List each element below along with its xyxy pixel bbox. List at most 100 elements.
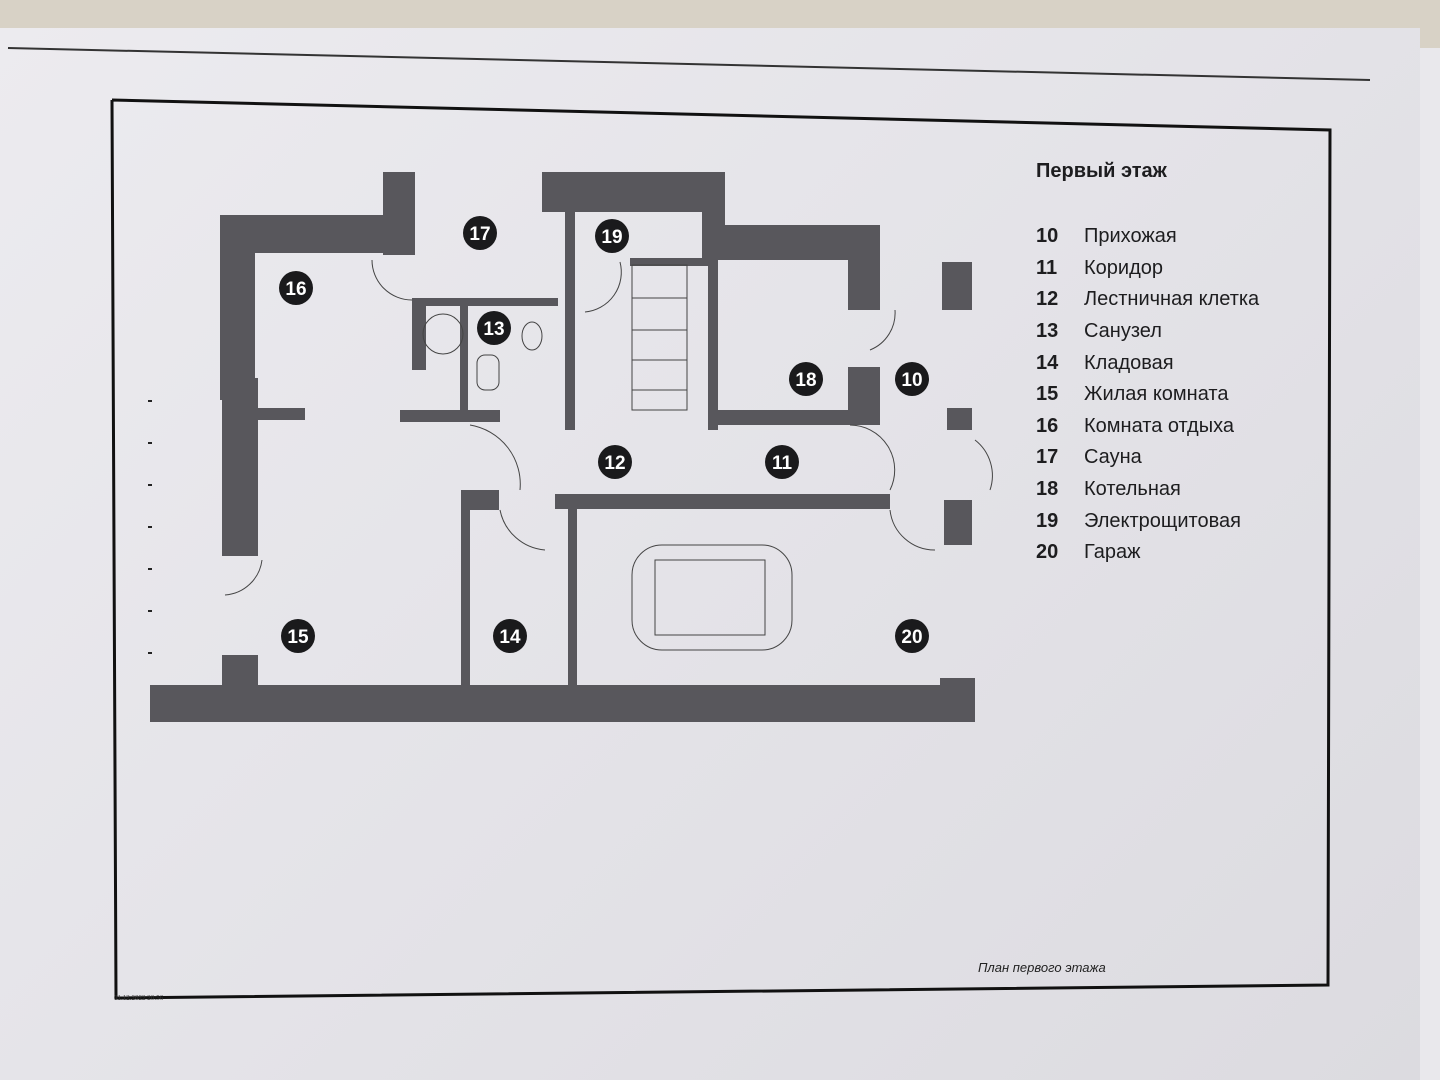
legend-item-label: Санузел (1084, 320, 1162, 343)
legend-item-label: Прихожая (1084, 225, 1177, 248)
badge-circle (895, 362, 929, 396)
wall (708, 410, 880, 425)
room-badges: 16 17 19 13 18 10 12 11 15 14 20 (279, 216, 929, 653)
plan-caption: План первого этажа (978, 960, 1106, 975)
legend-item: 12 Лестничная клетка (1036, 284, 1259, 316)
door-swing (371, 259, 413, 301)
badge-circle (493, 619, 527, 653)
wall (460, 305, 468, 420)
room-badge-14: 14 (493, 619, 527, 653)
room-badge-13: 13 (477, 311, 511, 345)
legend-item-label: Коридор (1084, 256, 1163, 279)
legend-item-number: 11 (1036, 256, 1058, 279)
wall (412, 298, 558, 306)
wall (565, 205, 575, 430)
staircase (631, 264, 688, 411)
door-swing (224, 559, 263, 596)
room-badge-11: 11 (765, 445, 799, 479)
legend-item: 10 Прихожая (1036, 221, 1259, 253)
room-number: 12 (604, 453, 625, 474)
legend-item-label: Гараж (1084, 541, 1141, 564)
shower-fixture (422, 313, 464, 355)
wall (383, 172, 415, 255)
legend-item: 15 Жилая комната (1036, 379, 1259, 411)
toilet-icon (521, 321, 543, 351)
badge-circle (595, 219, 629, 253)
wall (461, 490, 499, 510)
badge-circle (463, 216, 497, 250)
legend-item: 17 Сауна (1036, 442, 1259, 474)
wall (630, 258, 710, 266)
legend-item-number: 15 (1036, 383, 1059, 406)
room-badge-17: 17 (463, 216, 497, 250)
room-badge-12: 12 (598, 445, 632, 479)
legend-item-number: 17 (1036, 446, 1059, 469)
legend-item-number: 13 (1036, 320, 1059, 343)
room-number: 15 (287, 627, 309, 648)
wall (940, 678, 975, 722)
door-swing (974, 439, 993, 491)
legend-item-number: 20 (1036, 541, 1059, 564)
sheet-top-line (7, 47, 1371, 81)
badge-circle (598, 445, 632, 479)
door-swing (869, 309, 896, 351)
wall (461, 495, 470, 685)
wall (947, 408, 972, 430)
badge-circle (789, 362, 823, 396)
room-number: 17 (469, 224, 490, 245)
room-number: 19 (601, 227, 622, 248)
wall (412, 298, 426, 370)
room-number: 20 (901, 627, 922, 648)
legend-item: 13 Санузел (1036, 316, 1259, 348)
sink-icon (476, 354, 500, 391)
badge-circle (895, 619, 929, 653)
wall (944, 500, 972, 545)
legend-item-label: Сауна (1084, 446, 1142, 469)
walls (150, 172, 975, 722)
wall (708, 255, 718, 430)
room-badge-10: 10 (895, 362, 929, 396)
room-badge-18: 18 (789, 362, 823, 396)
wall (942, 262, 972, 310)
wall (568, 500, 577, 685)
legend-item-label: Жилая комната (1084, 383, 1229, 406)
wall (222, 378, 258, 556)
wall (400, 410, 500, 422)
wall (150, 685, 975, 722)
wall (555, 494, 890, 509)
room-badge-16: 16 (279, 271, 313, 305)
drawing-frame (110, 98, 1332, 1000)
door-swing (849, 424, 896, 491)
door-swing (584, 261, 622, 313)
legend: Первый этаж 10 Прихожая 11 Коридор 12 Лестнич… (1036, 160, 1259, 569)
room-badge-19: 19 (595, 219, 629, 253)
wall (220, 215, 255, 400)
legend-item-number: 14 (1036, 351, 1059, 374)
badge-circle (279, 271, 313, 305)
car-icon (631, 544, 793, 651)
legend-item-label: Котельная (1084, 478, 1181, 501)
badge-circle (477, 311, 511, 345)
legend-item-number: 12 (1036, 288, 1059, 311)
legend-item-label: Лестничная клетка (1084, 288, 1260, 311)
legend-item: 20 Гараж (1036, 537, 1259, 569)
legend-item-number: 10 (1036, 225, 1059, 248)
wall (848, 225, 880, 310)
room-number: 18 (795, 370, 816, 391)
legend-item-number: 16 (1036, 414, 1059, 437)
legend-title: Первый этаж (1036, 160, 1167, 182)
room-number: 14 (499, 627, 521, 648)
room-number: 10 (901, 370, 922, 391)
badge-circle (765, 445, 799, 479)
room-number: 13 (483, 319, 504, 340)
print-timestamp: 01.12.2022 20:56 (114, 994, 164, 1002)
legend-item-number: 19 (1036, 509, 1059, 532)
door-swing (469, 424, 521, 491)
room-badge-15: 15 (281, 619, 315, 653)
door-swing (499, 509, 546, 551)
legend-item: 11 Коридор (1036, 253, 1259, 285)
